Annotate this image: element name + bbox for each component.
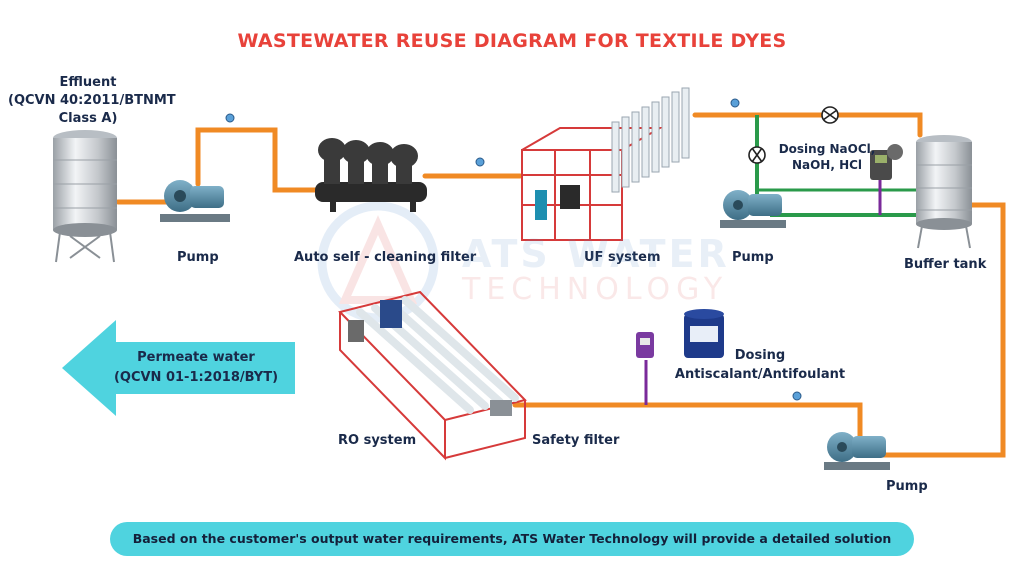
permeate-arrow: [62, 320, 295, 416]
buffer-tank-icon: [916, 135, 972, 249]
pump3-label: Pump: [886, 479, 928, 494]
pipe-uf-to-buffer: [692, 112, 923, 138]
permeate-line2: (QCVN 01-1:2018/BYT): [113, 370, 279, 385]
effluent-label-line3: Class A): [58, 111, 118, 126]
ro-dosing-pump-icon: [636, 332, 654, 358]
effluent-label: Effluent (QCVN 40:2011/BTNMT Class A): [8, 74, 176, 128]
dosing-ro-label: Dosing Antiscalant/Antifoulant: [660, 346, 860, 384]
effluent-label-line2: (QCVN 40:2011/BTNMT: [8, 93, 176, 108]
valve-icon: [821, 106, 839, 124]
gauge-icon: [225, 113, 235, 123]
footer-banner: Based on the customer's output water req…: [110, 522, 914, 556]
pump1-icon: [160, 180, 230, 222]
safety-filter-label: Safety filter: [532, 433, 620, 448]
gauge-icon: [792, 391, 802, 401]
pump3-icon: [824, 432, 890, 470]
pump2-label: Pump: [732, 250, 774, 265]
auto-filter-label: Auto self - cleaning filter: [294, 250, 477, 265]
chemical-drum-icon: [684, 309, 724, 358]
pressure-gauges: [225, 98, 802, 401]
watermark-subtext: TECHNOLOGY: [462, 272, 729, 307]
dosing-uf-line2: NaOH, HCl: [791, 158, 863, 172]
auto-filter-icon: [315, 138, 427, 212]
dosing-lines: [644, 180, 882, 405]
pump2-icon: [720, 190, 786, 228]
dosing-ro-line2: Antiscalant/Antifoulant: [674, 367, 846, 382]
valve-icons: [748, 106, 839, 164]
pump1-label: Pump: [177, 250, 219, 265]
ro-system-label: RO system: [338, 433, 417, 448]
ro-system-icon: [338, 290, 527, 461]
dosing-uf-label: Dosing NaOCl, NaOH, HCl: [772, 141, 882, 173]
uf-system-label: UF system: [584, 250, 661, 265]
pipe-network: [115, 112, 1006, 458]
dosing-ro-line1: Dosing: [734, 348, 786, 363]
pipe-pump1-to-filter: [195, 127, 321, 193]
watermark-logo: [317, 201, 439, 323]
uf-system-icon: [521, 87, 690, 241]
valve-icon: [748, 146, 766, 164]
diagram-title: WASTEWATER REUSE DIAGRAM FOR TEXTILE DYE…: [237, 30, 787, 52]
effluent-label-line1: Effluent: [59, 75, 117, 90]
permeate-label: Permeate water (QCVN 01-1:2018/BYT): [96, 348, 296, 388]
watermark-text: ATS WATER: [462, 232, 730, 276]
pipe-buffer-to-pump3: [872, 202, 1006, 458]
dosing-pump-icon: [870, 144, 903, 180]
permeate-line1: Permeate water: [137, 350, 255, 365]
gauge-icon: [475, 157, 485, 167]
dosing-uf-line1: Dosing NaOCl,: [778, 142, 876, 156]
pipe-pump3-to-ro: [512, 402, 863, 443]
footer-text: Based on the customer's output water req…: [132, 531, 892, 546]
effluent-tank-icon: [53, 130, 117, 263]
buffer-tank-label: Buffer tank: [904, 257, 987, 272]
gauge-icon: [730, 98, 740, 108]
